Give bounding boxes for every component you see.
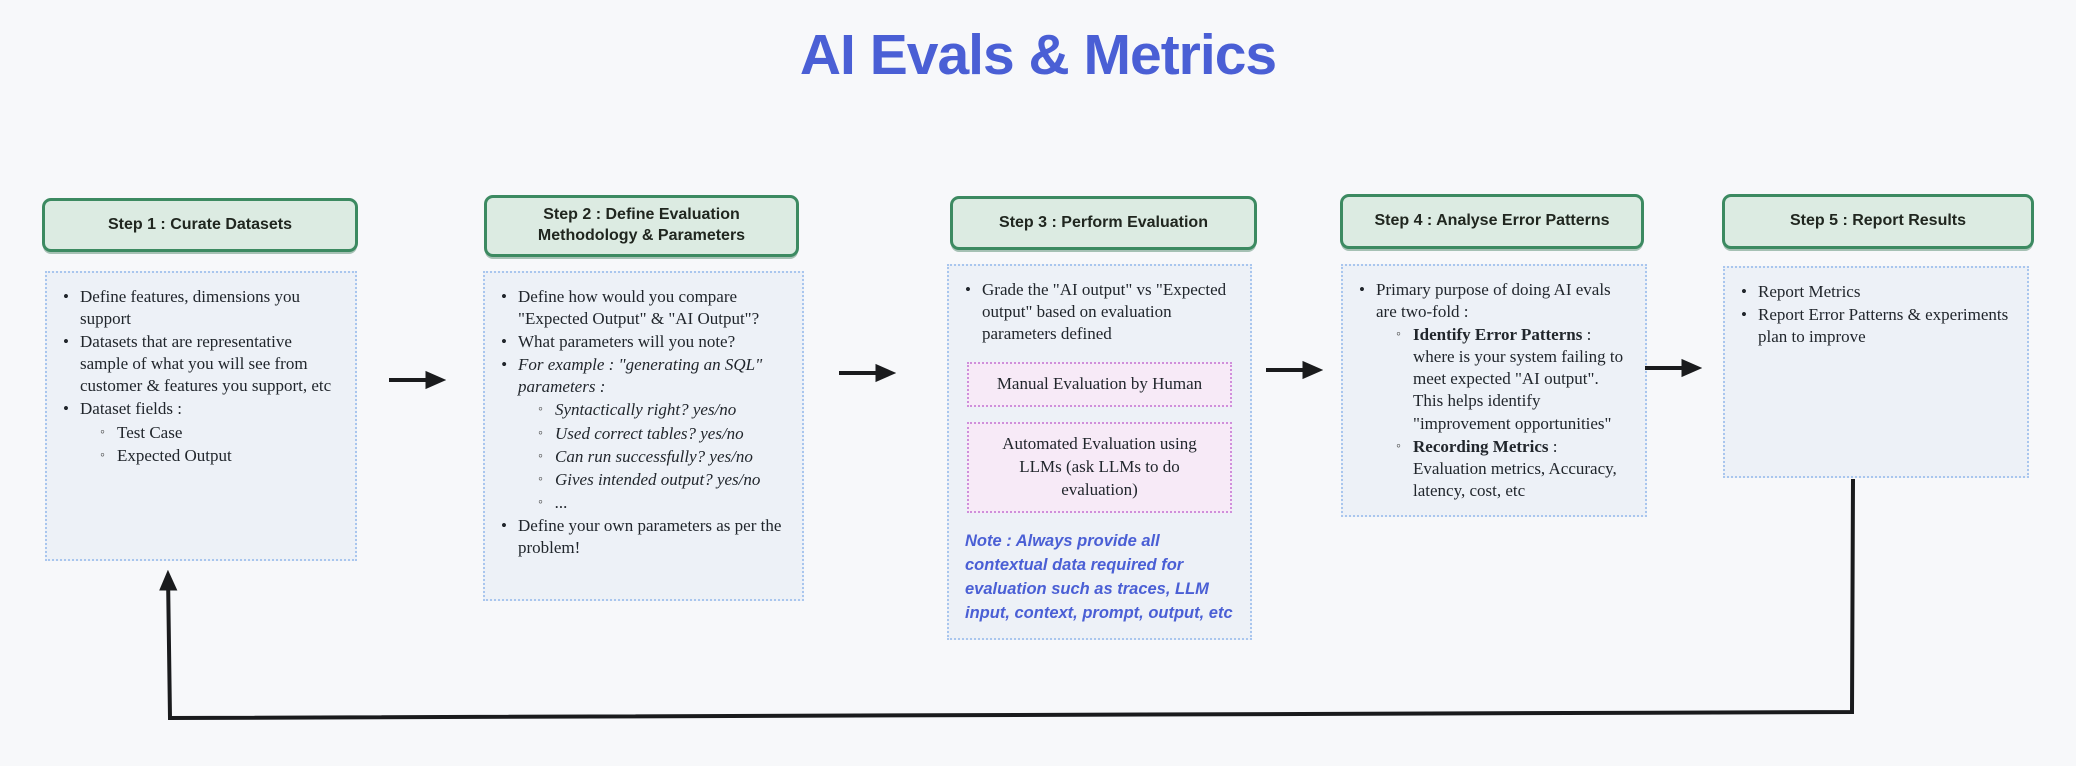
bullet-item: Datasets that are representative sample …: [61, 331, 341, 397]
step-2-header-label: Step 2 : Define Evaluation Methodology &…: [537, 206, 746, 244]
sub-bullet-item: Used correct tables? yes/no: [536, 423, 788, 445]
bullet-text: Define how would you compare "Expected O…: [518, 287, 760, 329]
step-4-header-label: Step 4 : Analyse Error Patterns: [1374, 212, 1610, 230]
bullet-item: Dataset fields :: [61, 398, 341, 420]
automated-evaluation-label: Automated Evaluation using LLMs (ask LLM…: [1002, 434, 1197, 500]
sub-bullet-item: Identify Error Patterns : where is your …: [1394, 324, 1631, 434]
bullet-text: Used correct tables? yes/no: [555, 423, 744, 443]
step-2-content: Define how would you compare "Expected O…: [483, 271, 804, 601]
step-4-list: Primary purpose of doing AI evals are tw…: [1357, 279, 1631, 502]
sub-bullet-item: Expected Output: [98, 445, 341, 467]
step-4-content: Primary purpose of doing AI evals are tw…: [1341, 264, 1647, 517]
step-5-content: Report Metrics Report Error Patterns & e…: [1723, 266, 2029, 478]
bullet-text: Grade the "AI output" vs "Expected outpu…: [982, 280, 1227, 344]
step-5-list: Report Metrics Report Error Patterns & e…: [1739, 281, 2013, 348]
bullet-text: For example : "generating an SQL" parame…: [518, 355, 763, 397]
bullet-item: Define features, dimensions you support: [61, 286, 341, 330]
bullet-item: Grade the "AI output" vs "Expected outpu…: [963, 279, 1236, 345]
sub-bullet-item: Test Case: [98, 422, 341, 444]
bullet-item: Primary purpose of doing AI evals are tw…: [1357, 279, 1631, 323]
bullet-text: Gives intended output? yes/no: [555, 469, 761, 489]
bullet-text: Primary purpose of doing AI evals are tw…: [1376, 280, 1611, 322]
step-4-header: Step 4 : Analyse Error Patterns: [1340, 194, 1644, 249]
bullet-text: Define features, dimensions you support: [80, 287, 300, 329]
bullet-text: ...: [555, 492, 568, 512]
bullet-item: Report Metrics: [1739, 281, 2013, 303]
step-5-header-label: Step 5 : Report Results: [1789, 212, 1967, 230]
bullet-text: Dataset fields :: [80, 399, 182, 419]
bullet-text: Define your own parameters as per the pr…: [518, 515, 782, 558]
step-1-header-label: Step 1 : Curate Datasets: [107, 215, 293, 233]
sub-bullet-item: Can run successfully? yes/no: [536, 446, 788, 468]
bullet-bold-text: Recording Metrics: [1413, 436, 1549, 456]
bullet-text: Syntactically right? yes/no: [555, 400, 737, 420]
bullet-text: Expected Output: [117, 445, 232, 465]
sub-bullet-item: Syntactically right? yes/no: [536, 399, 788, 421]
bullet-text: Datasets that are representative sample …: [80, 332, 332, 396]
step-3-list: Grade the "AI output" vs "Expected outpu…: [963, 279, 1236, 345]
bullet-text: What parameters will you note?: [518, 332, 736, 352]
sub-bullet-item: Gives intended output? yes/no: [536, 469, 788, 491]
step-2-header: Step 2 : Define Evaluation Methodology &…: [484, 195, 799, 257]
bullet-item: What parameters will you note?: [499, 331, 788, 353]
bullet-text: Report Error Patterns & experiments plan…: [1758, 305, 2009, 347]
step-3-content: Grade the "AI output" vs "Expected outpu…: [947, 264, 1252, 640]
step-1-header: Step 1 : Curate Datasets: [42, 198, 358, 252]
manual-evaluation-label: Manual Evaluation by Human: [996, 374, 1203, 394]
sub-bullet-item: Recording Metrics : Evaluation metrics, …: [1394, 436, 1631, 502]
manual-evaluation-box: Manual Evaluation by Human: [967, 362, 1232, 408]
bullet-text: Test Case: [117, 422, 183, 442]
bullet-bold-text: Identify Error Patterns: [1413, 325, 1583, 345]
bullet-item: Report Error Patterns & experiments plan…: [1739, 304, 2013, 348]
step-1-content: Define features, dimensions you support …: [45, 271, 357, 561]
bullet-item: Define your own parameters as per the pr…: [499, 515, 788, 559]
bullet-text: : where is your system failing to meet e…: [1413, 325, 1624, 433]
step-2-list: Define how would you compare "Expected O…: [499, 286, 788, 559]
step-3-header-label: Step 3 : Perform Evaluation: [999, 213, 1208, 231]
bullet-text: Can run successfully? yes/no: [555, 446, 753, 466]
bullet-item: For example : "generating an SQL" parame…: [499, 354, 788, 398]
evaluation-note: Note : Always provide all contextual dat…: [965, 532, 1233, 622]
step-1-list: Define features, dimensions you support …: [61, 286, 341, 467]
automated-evaluation-box: Automated Evaluation using LLMs (ask LLM…: [967, 422, 1232, 514]
page-title: AI Evals & Metrics: [799, 23, 1277, 87]
bullet-text: Report Metrics: [1758, 282, 1861, 301]
bullet-item: Define how would you compare "Expected O…: [499, 286, 788, 330]
step-3-header: Step 3 : Perform Evaluation: [950, 196, 1257, 250]
sub-bullet-item: ...: [536, 492, 788, 514]
step-5-header: Step 5 : Report Results: [1722, 194, 2034, 249]
